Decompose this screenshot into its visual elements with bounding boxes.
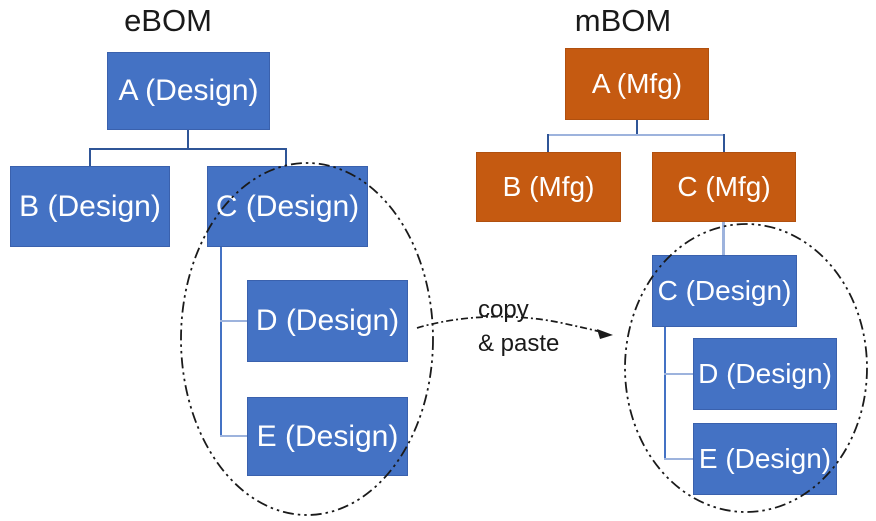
copy-paste-label-line2: & paste [478, 330, 560, 357]
copy-paste-label: copy & paste [478, 293, 559, 361]
ebom-node-c-label: C (Design) [215, 189, 360, 223]
ebom-node-e: E (Design) [247, 397, 408, 476]
ebom-node-a: A (Design) [107, 52, 270, 130]
mbom-connector-c-subtree [664, 327, 666, 460]
mbom-connector-c-drop [723, 134, 725, 153]
mbom-node-a-label: A (Mfg) [591, 68, 683, 99]
ebom-node-d-label: D (Design) [255, 304, 400, 337]
mbom-node-c-design-label: C (Design) [657, 275, 792, 306]
mbom-node-d: D (Design) [693, 338, 837, 410]
ebom-connector-d-stub [220, 320, 247, 322]
ebom-connector-c-drop [285, 148, 287, 167]
ebom-connector-e-stub [220, 435, 247, 437]
mbom-title: mBOM [574, 3, 672, 38]
ebom-title: eBOM [124, 3, 212, 38]
ebom-connector-crossbar [89, 148, 287, 150]
ebom-connector-c-subtree [220, 247, 222, 437]
mbom-connector-d-stub [664, 373, 693, 375]
mbom-node-d-label: D (Design) [698, 358, 832, 389]
mbom-node-c-label: C (Mfg) [677, 171, 771, 202]
ebom-connector-a-stem [187, 130, 189, 150]
copy-arrow-head-icon [597, 329, 613, 339]
ebom-node-b-label: B (Design) [19, 189, 161, 223]
ebom-node-b: B (Design) [10, 166, 170, 247]
ebom-node-d: D (Design) [247, 280, 408, 362]
ebom-node-a-label: A (Design) [118, 74, 259, 107]
mbom-connector-cmfg-cdesign [722, 221, 725, 256]
mbom-node-e-label: E (Design) [698, 443, 832, 474]
mbom-node-b-label: B (Mfg) [502, 171, 595, 202]
ebom-node-e-label: E (Design) [256, 419, 399, 453]
mbom-node-e: E (Design) [693, 423, 837, 495]
ebom-connector-b-drop [89, 148, 91, 167]
mbom-connector-b-drop [547, 134, 549, 153]
copy-paste-label-line1: copy [478, 296, 529, 323]
ebom-node-c: C (Design) [207, 166, 368, 247]
mbom-connector-crossbar [547, 134, 725, 136]
mbom-node-a: A (Mfg) [565, 48, 709, 120]
mbom-node-c-design: C (Design) [652, 255, 797, 327]
mbom-node-b: B (Mfg) [476, 152, 621, 222]
mbom-connector-e-stub [664, 458, 693, 460]
mbom-node-c: C (Mfg) [652, 152, 796, 222]
mbom-connector-a-stem [636, 120, 638, 136]
